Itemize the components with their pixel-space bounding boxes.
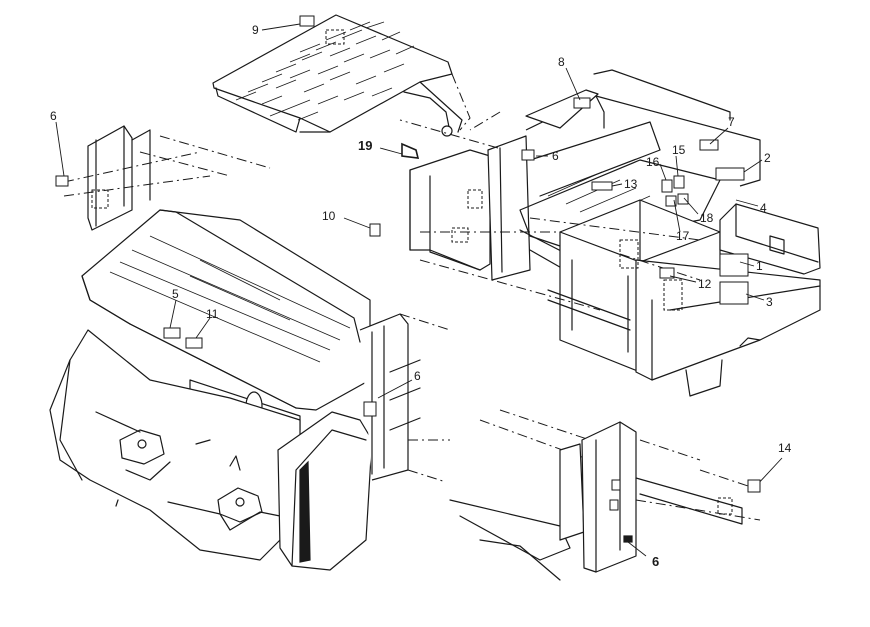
callout-17: 16 (646, 155, 660, 169)
callout-14: 14 (778, 441, 792, 455)
side-panel-assembly (449, 409, 761, 581)
callout-4: 4 (760, 201, 767, 215)
callout-9: 9 (252, 23, 259, 37)
callout-labels: 9 8 7 6 19 6 16 15 2 13 4 18 10 17 1 12 … (50, 23, 792, 569)
floor-plate (212, 14, 471, 137)
callout-10: 10 (322, 209, 336, 223)
callout-6-center: 6 (552, 149, 559, 163)
callout-5: 5 (172, 287, 179, 301)
callout-16: 15 (672, 143, 686, 157)
callout-8: 8 (558, 55, 565, 69)
callout-leaders (55, 15, 783, 557)
callout-6-left: 6 (50, 109, 57, 123)
callout-11: 11 (206, 307, 219, 321)
callout-3: 3 (766, 295, 773, 309)
callout-13: 13 (624, 177, 638, 191)
main-frame (399, 69, 821, 397)
callout-2: 2 (764, 151, 771, 165)
callout-19: 19 (358, 138, 372, 153)
callout-12: 12 (698, 277, 712, 291)
mower-housing (49, 209, 451, 571)
callout-1: 1 (756, 259, 763, 273)
callout-6-mid: 6 (414, 369, 421, 383)
callout-18: 18 (700, 211, 714, 225)
callout-15: 17 (676, 229, 690, 243)
callout-6-bottom: 6 (652, 554, 659, 569)
left-side-bracket (63, 125, 271, 231)
callout-7: 7 (728, 115, 735, 129)
